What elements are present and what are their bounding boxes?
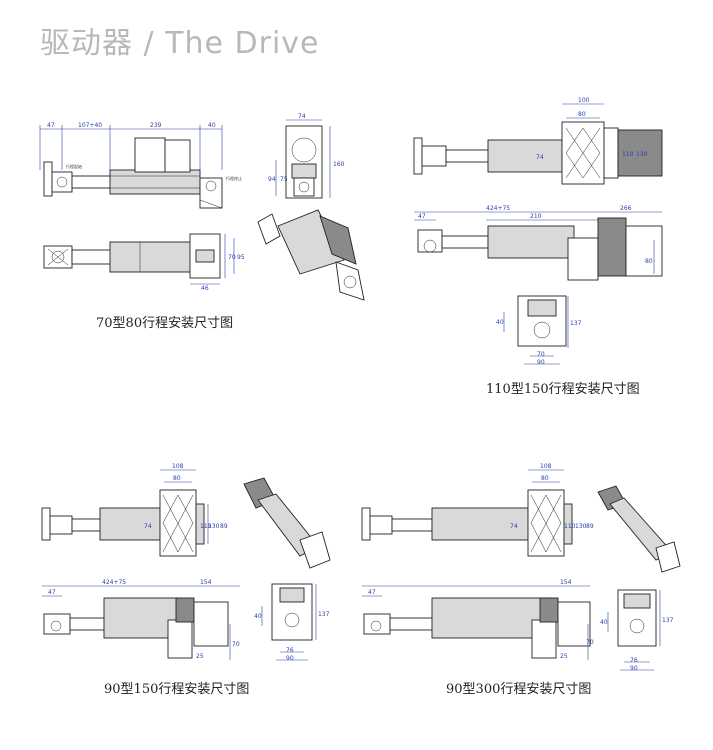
dim-70-160: 160: [333, 161, 345, 168]
dim-90a-25: 25: [196, 653, 204, 660]
dim-70-74: 74: [298, 113, 306, 120]
caption-90-300: 90型300行程安装尺寸图: [446, 682, 592, 697]
caption-70: 70型80行程安装尺寸图: [96, 316, 234, 331]
dim-90b-154: 154: [560, 579, 572, 586]
dim-110-42475: 424+75: [486, 205, 510, 212]
dim-110-74: 74: [536, 154, 544, 161]
drawing-110-side-view: 424+75 210 266 47 80: [414, 205, 663, 281]
dim-90a-89: 89: [220, 523, 228, 530]
dim-90a-70: 70: [232, 641, 240, 648]
dim-90b-90: 90: [630, 665, 638, 672]
dim-90b-130: 130: [575, 523, 587, 530]
dim-90a-80: 80: [173, 475, 181, 482]
drawing-70-side-view: 47 107+40 239 40 行程起始 行程终止: [39, 122, 242, 209]
dim-70-40: 40: [208, 122, 216, 129]
dim-90a-108: 108: [172, 463, 184, 470]
dim-90a-40: 40: [254, 613, 262, 620]
dim-90a-74: 74: [144, 523, 152, 530]
drawing-90a-top-view: 108 80 74 110 130 89: [41, 463, 228, 557]
dim-90b-110: 110: [564, 523, 576, 530]
dim-90b-76: 76: [630, 657, 638, 664]
dim-90a-47: 47: [48, 589, 56, 596]
dim-90b-108: 108: [540, 463, 552, 470]
drawing-90b-end-view: 40 137 76 90: [600, 589, 674, 672]
drawing-110-top-view: 100 80 74 110 130: [413, 97, 663, 185]
dim-110-100: 100: [578, 97, 590, 104]
dim-90b-70: 70: [586, 639, 594, 646]
caption-90-150: 90型150行程安装尺寸图: [104, 682, 250, 697]
dim-110-137: 137: [570, 320, 582, 327]
dim-90a-76: 76: [286, 647, 294, 654]
dim-70-47: 47: [47, 122, 55, 129]
dim-110-130: 130: [636, 151, 648, 158]
drawing-90b-iso-view: [597, 485, 681, 573]
dim-90b-80: 80: [541, 475, 549, 482]
dim-90b-137: 137: [662, 617, 674, 624]
dim-70-95: 95: [237, 254, 245, 261]
dim-90a-42475: 424+75: [102, 579, 126, 586]
dim-90b-40: 40: [600, 619, 608, 626]
drawing-70-end-view: 74 94 75 160: [268, 113, 345, 199]
dim-110-210: 210: [530, 213, 542, 220]
dim-70-46: 46: [201, 285, 209, 292]
dim-70-70: 70: [228, 254, 236, 261]
dim-110-80: 80: [578, 111, 586, 118]
dim-110-110: 110: [622, 151, 634, 158]
dim-90a-130: 130: [208, 523, 220, 530]
dim-110-47: 47: [418, 213, 426, 220]
drawing-90a-iso-view: [243, 477, 331, 569]
dim-110-70: 70: [537, 351, 545, 358]
note-stroke-end: 行程终止: [226, 175, 242, 181]
caption-110: 110型150行程安装尺寸图: [486, 382, 640, 397]
drawing-70-top-view: 70 95 46: [43, 233, 245, 292]
drawing-90a-side-view: 424+75 154 47 70 25: [42, 579, 240, 660]
drawing-110-end-view: 40 137 70 90: [496, 295, 582, 366]
dim-90b-74: 74: [510, 523, 518, 530]
dim-110-266: 266: [620, 205, 632, 212]
dim-70-94: 94: [268, 176, 276, 183]
dim-90b-25: 25: [560, 653, 568, 660]
dim-90a-137: 137: [318, 611, 330, 618]
page-title: 驱动器 / The Drive: [40, 26, 320, 61]
dim-90b-47: 47: [368, 589, 376, 596]
drawing-70-iso-view: [257, 209, 365, 301]
dim-70-75: 75: [280, 176, 288, 183]
note-stroke-start: 行程起始: [66, 163, 82, 169]
dim-90a-90: 90: [286, 655, 294, 662]
dim-90a-154: 154: [200, 579, 212, 586]
drawing-90b-side-view: 154 47 70 25: [362, 579, 594, 660]
dim-70-10740: 107+40: [78, 122, 102, 129]
dim-110-40: 40: [496, 319, 504, 326]
dim-90b-89: 89: [586, 523, 594, 530]
drawing-90b-top-view: 108 80 74 110 130 89: [361, 463, 594, 557]
dim-110-90: 90: [537, 359, 545, 366]
dim-90a-110: 110: [200, 523, 212, 530]
dim-70-239: 239: [150, 122, 162, 129]
dim-110-80b: 80: [645, 258, 653, 265]
drawing-90a-end-view: 40 137 76 90: [254, 583, 330, 662]
